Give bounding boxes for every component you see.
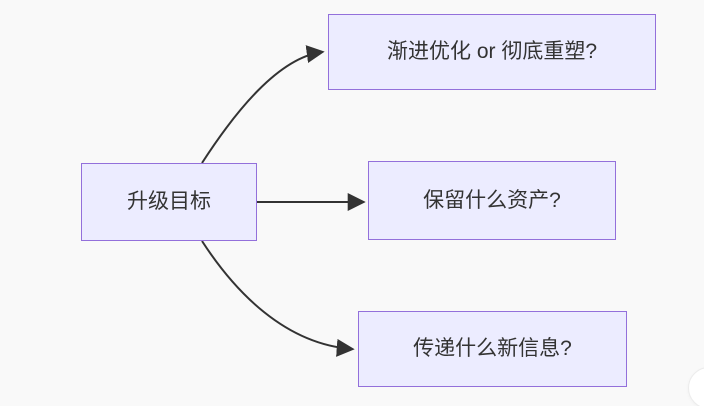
node-new-message-label: 传递什么新信息? (413, 337, 572, 361)
node-new-message: 传递什么新信息? (358, 311, 627, 387)
node-assets-to-keep: 保留什么资产? (368, 161, 616, 240)
node-upgrade-goal-label: 升级目标 (127, 190, 211, 214)
node-upgrade-goal: 升级目标 (81, 163, 257, 241)
node-assets-to-keep-label: 保留什么资产? (423, 188, 561, 212)
edge-main-to-branch3-arrow (201, 240, 355, 357)
node-incremental-or-rebuild: 渐进优化 or 彻底重塑? (328, 14, 656, 90)
node-incremental-or-rebuild-label: 渐进优化 or 彻底重塑? (386, 40, 598, 64)
edge-main-to-branch1-arrow (201, 45, 325, 164)
